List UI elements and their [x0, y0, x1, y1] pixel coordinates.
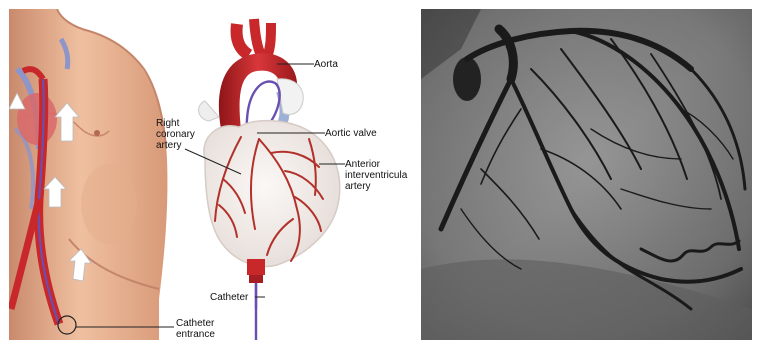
angiogram-panel [421, 9, 752, 340]
label-aortic-valve: Aortic valve [325, 128, 377, 139]
coronary-angiogram-image [421, 9, 752, 340]
label-right-coronary-artery: Right coronary artery [156, 118, 195, 151]
label-catheter-entrance: Catheter entrance [176, 318, 215, 340]
label-catheter: Catheter [210, 292, 248, 303]
label-aorta: Aorta [314, 59, 338, 70]
label-anterior-interventricular-artery: Anterior interventricula artery [345, 159, 407, 192]
anatomy-illustration-panel: Aorta Aortic valve Right coronary artery… [9, 9, 414, 340]
